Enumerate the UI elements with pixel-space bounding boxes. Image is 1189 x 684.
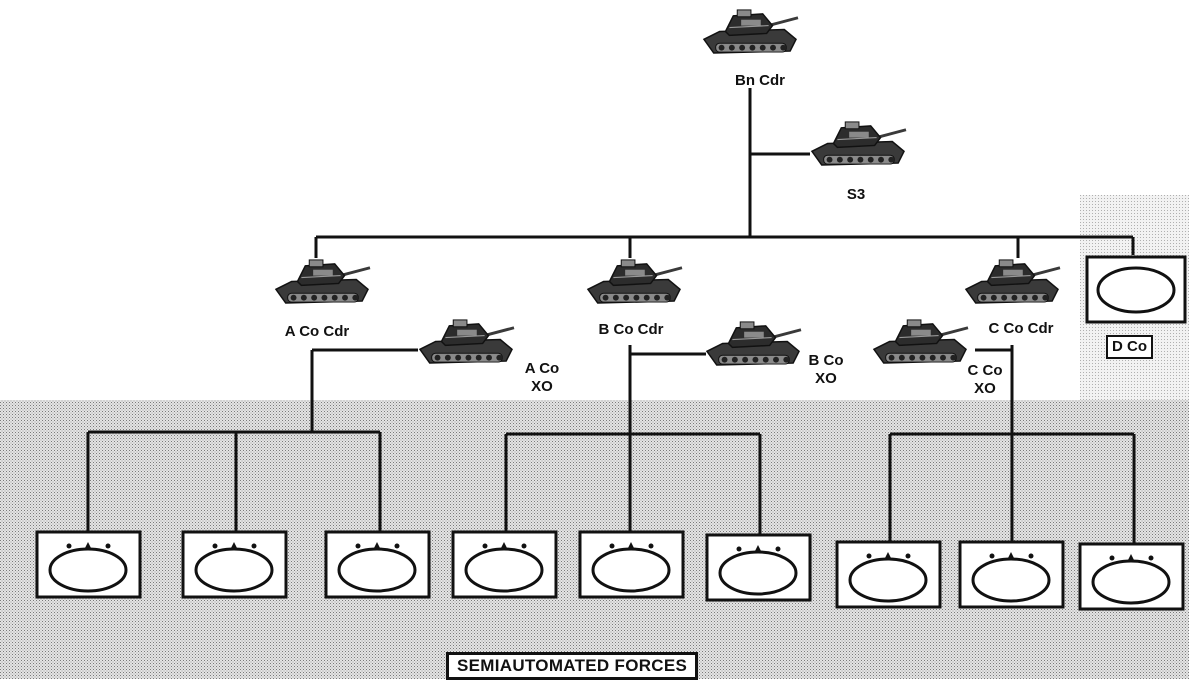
d-co-label: D Co	[1106, 335, 1153, 359]
tank-c-co-xo	[874, 320, 968, 363]
simulated-unit-boxes	[37, 532, 1183, 609]
bn-cdr-label: Bn Cdr	[720, 72, 800, 90]
platoon-box-6	[707, 535, 810, 600]
s3-label: S3	[836, 186, 876, 204]
tank-bn-cdr	[704, 10, 798, 53]
platoon-box-5	[580, 532, 683, 597]
vehicle-icons	[276, 10, 1060, 365]
platoon-box-2	[183, 532, 286, 597]
c-co-cdr-label: C Co Cdr	[966, 320, 1076, 338]
semiautomated-forces-banner: SEMIAUTOMATED FORCES	[446, 652, 698, 680]
platoon-box-4	[453, 532, 556, 597]
tank-b-co-xo	[707, 322, 801, 365]
tank-s3	[812, 122, 906, 165]
tank-a-co-cdr	[276, 260, 370, 303]
d-co-unit-box	[1087, 257, 1185, 322]
platoon-box-7	[837, 542, 940, 607]
a-co-xo-label: A Co XO	[512, 360, 572, 396]
a-co-cdr-label: A Co Cdr	[262, 323, 372, 341]
platoon-box-9	[1080, 544, 1183, 609]
tank-a-co-xo	[420, 320, 514, 363]
b-co-xo-label: B Co XO	[796, 352, 856, 388]
b-co-cdr-label: B Co Cdr	[576, 321, 686, 339]
platoon-box-3	[326, 532, 429, 597]
tank-b-co-cdr	[588, 260, 682, 303]
platoon-box-8	[960, 542, 1063, 607]
c-co-xo-label: C Co XO	[955, 362, 1015, 398]
platoon-box-1	[37, 532, 140, 597]
tank-c-co-cdr	[966, 260, 1060, 303]
